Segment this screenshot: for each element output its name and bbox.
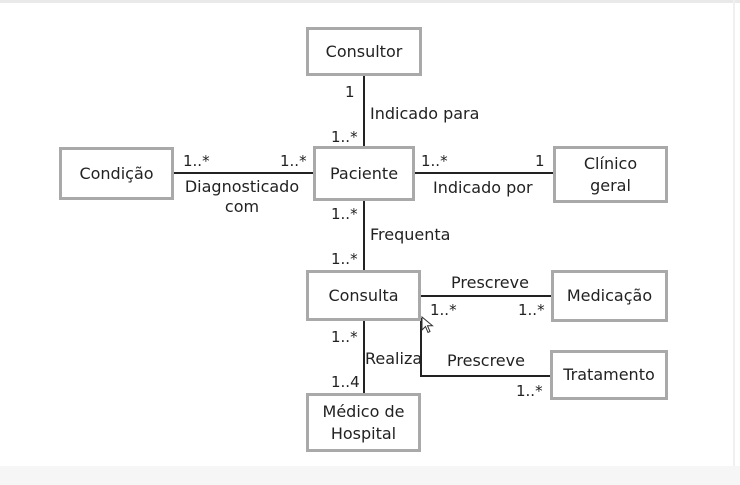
mult-consulta-from-paciente: 1..* xyxy=(331,250,358,268)
mult-paciente-from-consulta: 1..* xyxy=(331,205,358,223)
assoc-label-indicado-por: Indicado por xyxy=(433,178,533,197)
assoc-label-frequenta: Frequenta xyxy=(370,225,451,244)
mult-medico-side: 1..4 xyxy=(331,373,360,391)
class-tratamento-label: Tratamento xyxy=(563,365,655,384)
class-consultor: Consultor xyxy=(306,27,422,76)
class-paciente: Paciente xyxy=(313,146,415,201)
class-consultor-label: Consultor xyxy=(325,41,403,61)
class-medicacao-label: Medicação xyxy=(566,286,653,305)
mult-condicao-side: 1..* xyxy=(183,152,210,170)
class-paciente-label: Paciente xyxy=(329,163,399,183)
class-clinico-geral: Clínico geral xyxy=(553,146,668,203)
mult-paciente-from-condicao: 1..* xyxy=(280,152,307,170)
class-medico-hospital: Médico de Hospital xyxy=(306,393,421,452)
class-medico-hospital-label: Médico de Hospital xyxy=(322,401,405,443)
window-right-edge xyxy=(733,0,735,485)
line-consulta-tratamento xyxy=(420,318,550,377)
mult-clinico-side: 1 xyxy=(535,152,545,170)
class-medicacao: Medicação xyxy=(551,270,668,322)
mult-paciente-from-consultor: 1..* xyxy=(331,128,358,146)
mult-consulta-from-medico: 1..* xyxy=(331,328,358,346)
class-consulta: Consulta xyxy=(306,270,421,321)
mult-consultor-side: 1 xyxy=(345,83,355,101)
assoc-label-diagnosticado-com: Diagnosticado com xyxy=(184,177,300,216)
mouse-cursor-icon xyxy=(421,316,434,334)
assoc-label-prescreve-medicacao: Prescreve xyxy=(451,273,529,292)
assoc-label-indicado-para: Indicado para xyxy=(370,104,480,123)
window-top-edge xyxy=(0,0,740,3)
assoc-label-realiza: Realiza xyxy=(365,349,423,368)
mult-tratamento-side: 1..* xyxy=(516,382,543,400)
assoc-label-prescreve-tratamento: Prescreve xyxy=(447,351,525,370)
class-consulta-label: Consulta xyxy=(328,285,399,305)
mult-consulta-from-medicacao: 1..* xyxy=(430,301,457,319)
class-clinico-geral-label: Clínico geral xyxy=(583,153,638,195)
class-condicao-label: Condição xyxy=(79,163,154,183)
class-tratamento: Tratamento xyxy=(550,350,668,400)
class-condicao: Condição xyxy=(59,147,174,200)
mult-medicacao-side: 1..* xyxy=(518,301,545,319)
mult-paciente-from-clinico: 1..* xyxy=(421,152,448,170)
bottom-shade xyxy=(0,466,740,485)
